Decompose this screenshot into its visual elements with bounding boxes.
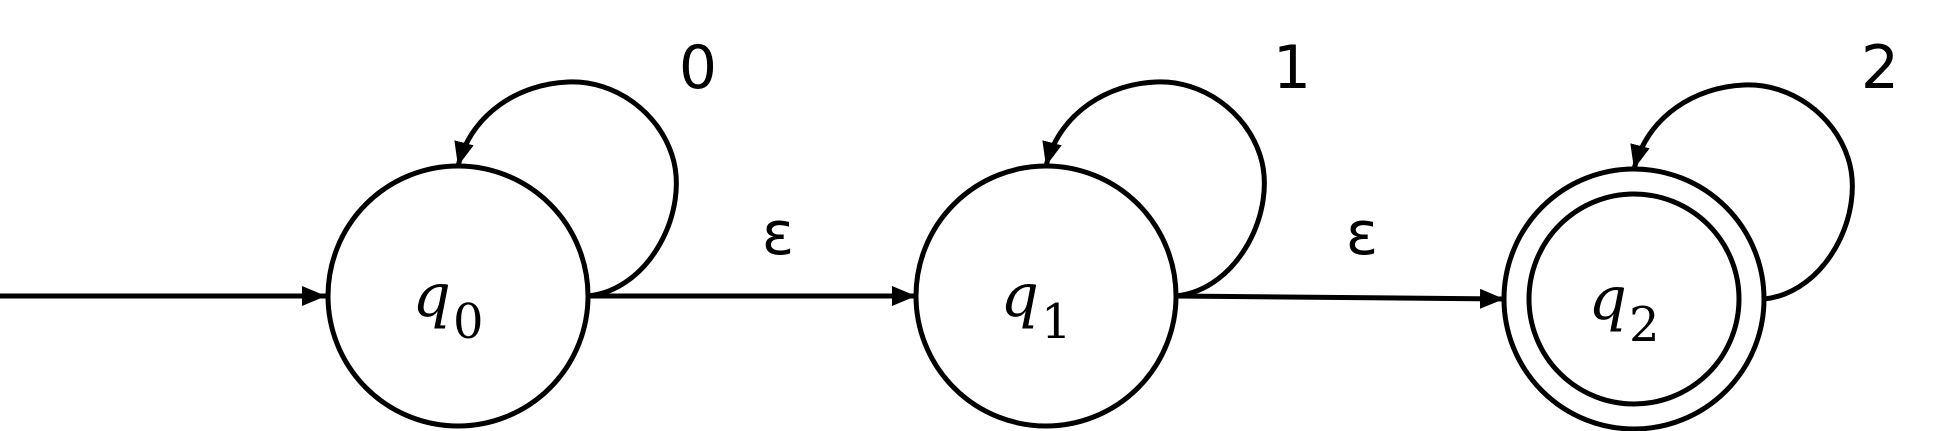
svg-text:q2: q2 <box>1589 264 1660 353</box>
state-q1-subscript: 1 <box>1041 294 1072 350</box>
state-q0-symbol: q <box>413 261 451 331</box>
label-loop-q0: 0 <box>679 33 717 103</box>
edge-q1-q2 <box>1175 288 1505 309</box>
label-edge-q1-q2: ε <box>1346 199 1378 269</box>
svg-text:q0: q0 <box>413 261 484 350</box>
self-loop-q0 <box>454 79 679 299</box>
state-q2-symbol: q <box>1589 264 1627 334</box>
state-q2: q2 <box>1501 166 1767 431</box>
label-edge-q0-q1: ε <box>762 199 794 269</box>
label-loop-q2: 2 <box>1861 33 1899 103</box>
label-loop-q1: 1 <box>1273 33 1311 103</box>
state-q0-subscript: 0 <box>453 294 484 350</box>
state-q0: q0 <box>325 163 591 429</box>
self-loop-q2 <box>1630 82 1855 302</box>
state-q2-subscript: 2 <box>1629 297 1660 353</box>
state-q1-symbol: q <box>1001 261 1039 331</box>
state-q2-inner-circle <box>1526 191 1742 407</box>
state-q1: q1 <box>913 163 1179 429</box>
self-loop-q1 <box>1042 79 1267 299</box>
svg-text:q1: q1 <box>1001 261 1072 350</box>
